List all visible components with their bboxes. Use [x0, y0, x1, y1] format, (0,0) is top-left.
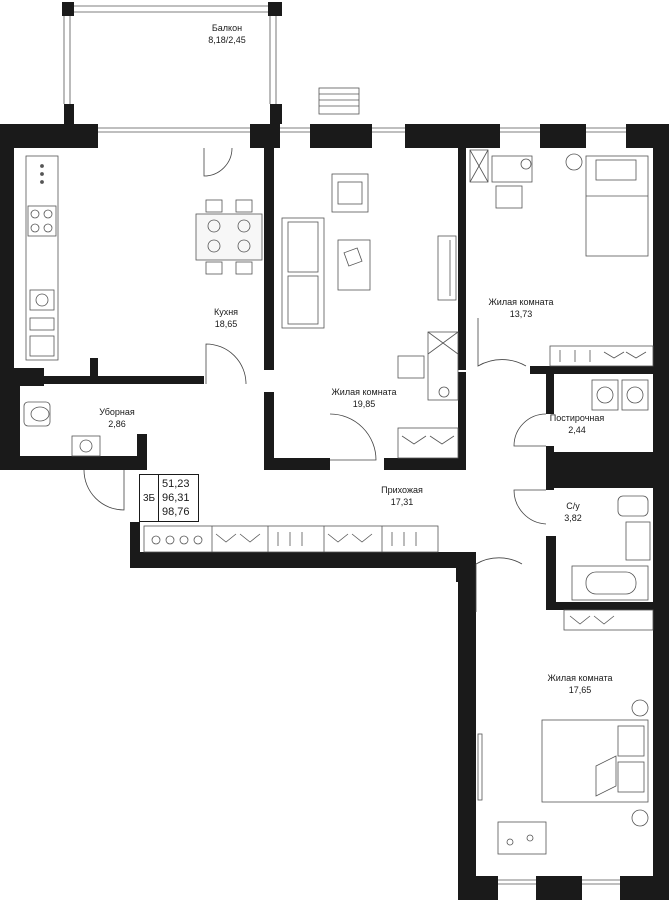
coffee-table: [337, 239, 371, 291]
room-name: Балкон: [211, 23, 243, 33]
balcony: [63, 5, 278, 104]
desk: [397, 331, 459, 401]
room-name: Жилая комната: [488, 297, 554, 307]
room-label-bathroom: С/у 3,82: [564, 500, 582, 524]
bed-large: [541, 699, 649, 827]
dining-table: [195, 199, 263, 275]
balcony-post: [64, 104, 74, 124]
room-label-living3: Жилая комната 17,65: [547, 672, 612, 696]
room-name: С/у: [566, 501, 580, 511]
room-name: Жилая комната: [547, 673, 613, 683]
sofa: [281, 217, 325, 329]
hall-storage: [143, 525, 439, 553]
room-area: 2,86: [108, 419, 126, 429]
tv-unit: [437, 235, 457, 301]
living-area: 51,23: [162, 478, 190, 490]
work-desk: [469, 149, 533, 209]
balcony-post: [268, 2, 282, 16]
room-name: Уборная: [99, 407, 135, 417]
tv-panel: [477, 733, 483, 801]
room-area: 8,18/2,45: [208, 35, 246, 45]
room-area: 2,44: [568, 425, 586, 435]
radiator: [318, 87, 360, 115]
balcony-post: [62, 2, 74, 16]
kitchen-counter: [25, 155, 59, 361]
bathroom-fixtures: [563, 495, 654, 631]
room-label-toilet: Уборная 2,86: [99, 406, 135, 430]
laundry-machines: [591, 379, 649, 411]
room-area: 18,65: [214, 319, 238, 329]
area-values: 51,23 96,31 98,76: [162, 477, 190, 519]
room-name: Кухня: [213, 307, 239, 317]
balcony-post: [270, 104, 282, 124]
apartment-type: 3Б: [140, 475, 159, 521]
doors: [83, 147, 547, 612]
room-label-living2: Жилая комната 13,73: [488, 296, 553, 320]
room-label-kitchen: Кухня 18,65: [214, 306, 238, 330]
total-area-with-balcony: 98,76: [162, 506, 190, 518]
room-name: Жилая комната: [331, 387, 397, 397]
walls: [0, 124, 669, 900]
side-items: [497, 821, 547, 855]
room-area: 13,73: [509, 309, 533, 319]
total-area: 96,31: [162, 492, 190, 504]
room-name: Постирочная: [549, 413, 605, 423]
apartment-summary: 3Б 51,23 96,31 98,76: [139, 474, 199, 522]
bed: [565, 153, 649, 257]
room-area: 17,31: [390, 497, 414, 507]
wardrobe: [397, 427, 459, 459]
room-label-hall: Прихожая 17,31: [381, 484, 423, 508]
windows: [98, 127, 626, 885]
toilet-fixtures: [23, 401, 101, 457]
room-label-laundry: Постирочная 2,44: [550, 412, 604, 436]
room-area: 19,85: [352, 399, 376, 409]
room-area: 3,82: [564, 513, 582, 523]
armchair: [331, 173, 369, 213]
room-name: Прихожая: [381, 485, 423, 495]
room-label-living1: Жилая комната 19,85: [331, 386, 396, 410]
shelf: [549, 345, 654, 367]
room-label-balcony: Балкон 8,18/2,45: [208, 22, 246, 46]
room-area: 17,65: [568, 685, 592, 695]
